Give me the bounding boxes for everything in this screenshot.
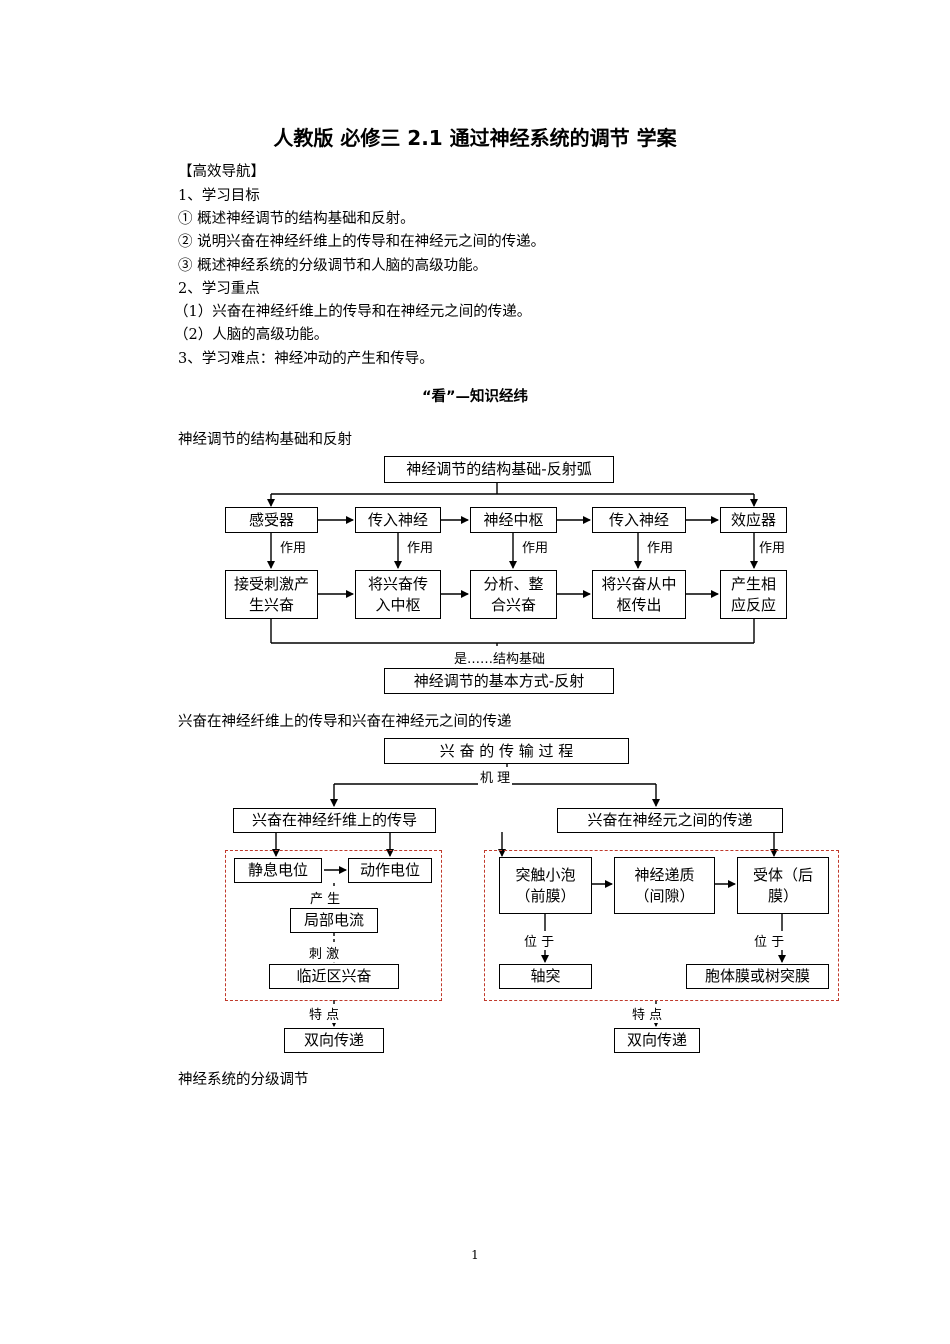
role-label: 作用	[520, 537, 551, 556]
action-potential-box: 动作电位	[348, 858, 432, 883]
role-label: 作用	[757, 537, 788, 556]
fiber-conduction-box: 兴奋在神经纤维上的传导	[233, 808, 436, 833]
afferent-nerve-box: 传入神经	[355, 507, 441, 533]
located-label: 位 于	[522, 931, 557, 950]
synapse-dashed-region	[484, 850, 839, 1001]
transmission-process-box: 兴 奋 的 传 输 过 程	[384, 738, 629, 764]
neurotransmitter-box: 神经递质（间隙）	[614, 857, 715, 914]
guide-line: ③ 概述神经系统的分级调节和人脑的高级功能。	[178, 258, 488, 274]
diagram2-caption: 兴奋在神经纤维上的传导和兴奋在神经元之间的传递	[178, 714, 512, 730]
hierarchy-caption: 神经系统的分级调节	[178, 1072, 309, 1088]
guide-line: ① 概述神经调节的结构基础和反射。	[178, 211, 415, 227]
section-heading: “看”—知识经纬	[421, 389, 529, 405]
receptor-protein-box: 受体（后膜）	[737, 857, 829, 914]
function-box-efferent: 将兴奋从中枢传出	[592, 570, 686, 619]
stimulate-label: 刺 激	[307, 943, 342, 962]
guide-line: （1）兴奋在神经纤维上的传导和在神经元之间的传递。	[174, 304, 532, 320]
relation-label: 是……结构基础	[452, 648, 548, 667]
axon-box: 轴突	[499, 964, 592, 989]
page-title: 人教版 必修三 2.1 通过神经系统的调节 学案	[273, 126, 677, 150]
role-label: 作用	[278, 537, 309, 556]
produce-label: 产 生	[308, 888, 343, 907]
local-current-box: 局部电流	[290, 908, 378, 933]
role-label: 作用	[405, 537, 436, 556]
located-label: 位 于	[752, 931, 787, 950]
diagram1-caption: 神经调节的结构基础和反射	[178, 432, 352, 448]
fiber-dashed-region	[225, 850, 442, 1001]
function-box-afferent: 将兴奋传入中枢	[355, 570, 441, 619]
resting-potential-box: 静息电位	[234, 858, 322, 883]
reflex-box: 神经调节的基本方式-反射	[384, 668, 614, 694]
fiber-result-box: 双向传递	[284, 1028, 384, 1053]
function-box-effector: 产生相应反应	[720, 570, 787, 619]
role-label: 作用	[645, 537, 676, 556]
membrane-box: 胞体膜或树突膜	[686, 964, 829, 989]
feature-label: 特 点	[307, 1004, 342, 1023]
reflex-arc-box: 神经调节的结构基础-反射弧	[384, 456, 614, 483]
mechanism-label: 机 理	[478, 767, 513, 786]
guide-line: 2、学习重点	[178, 281, 260, 297]
synaptic-vesicle-box: 突触小泡（前膜）	[499, 857, 592, 914]
guide-line: 3、学习难点：神经冲动的产生和传导。	[178, 351, 434, 367]
effector-box: 效应器	[720, 507, 787, 533]
guide-line: 1、学习目标	[178, 188, 260, 204]
function-box-center: 分析、整合兴奋	[470, 570, 557, 619]
receptor-box: 感受器	[225, 507, 318, 533]
efferent-nerve-box: 传入神经	[592, 507, 686, 533]
neighbor-excitation-box: 临近区兴奋	[269, 964, 399, 989]
nerve-center-box: 神经中枢	[470, 507, 557, 533]
page-number: 1	[471, 1248, 479, 1262]
guide-line: （2）人脑的高级功能。	[174, 327, 329, 343]
function-box-receptor: 接受刺激产生兴奋	[225, 570, 318, 619]
synapse-transmission-box: 兴奋在神经元之间的传递	[557, 808, 783, 833]
synapse-result-box: 双向传递	[614, 1028, 700, 1053]
feature-label: 特 点	[630, 1004, 665, 1023]
guide-line: ② 说明兴奋在神经纤维上的传导和在神经元之间的传递。	[178, 234, 546, 250]
guide-heading: 【高效导航】	[178, 164, 265, 180]
